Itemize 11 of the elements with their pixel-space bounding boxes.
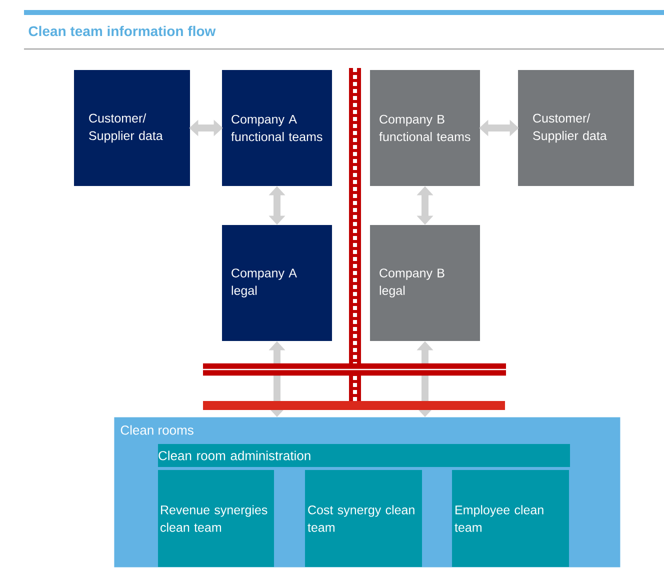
data-box: Customer/ Supplier data [518,70,634,186]
team-box: Company B legal [370,225,480,341]
team-box: Cost synergy clean team [305,470,422,567]
team-box: Company A functional teams [222,70,332,186]
title: Clean team information flow [28,26,216,36]
data-box: Customer/ Supplier data [74,70,190,186]
header-bar: Clean room administration [158,444,570,467]
team-box: Revenue synergies clean team [158,470,274,567]
team-box: Company A legal [222,225,332,341]
team-box: Company B functional teams [370,70,480,186]
team-box: Employee clean team [452,470,569,567]
